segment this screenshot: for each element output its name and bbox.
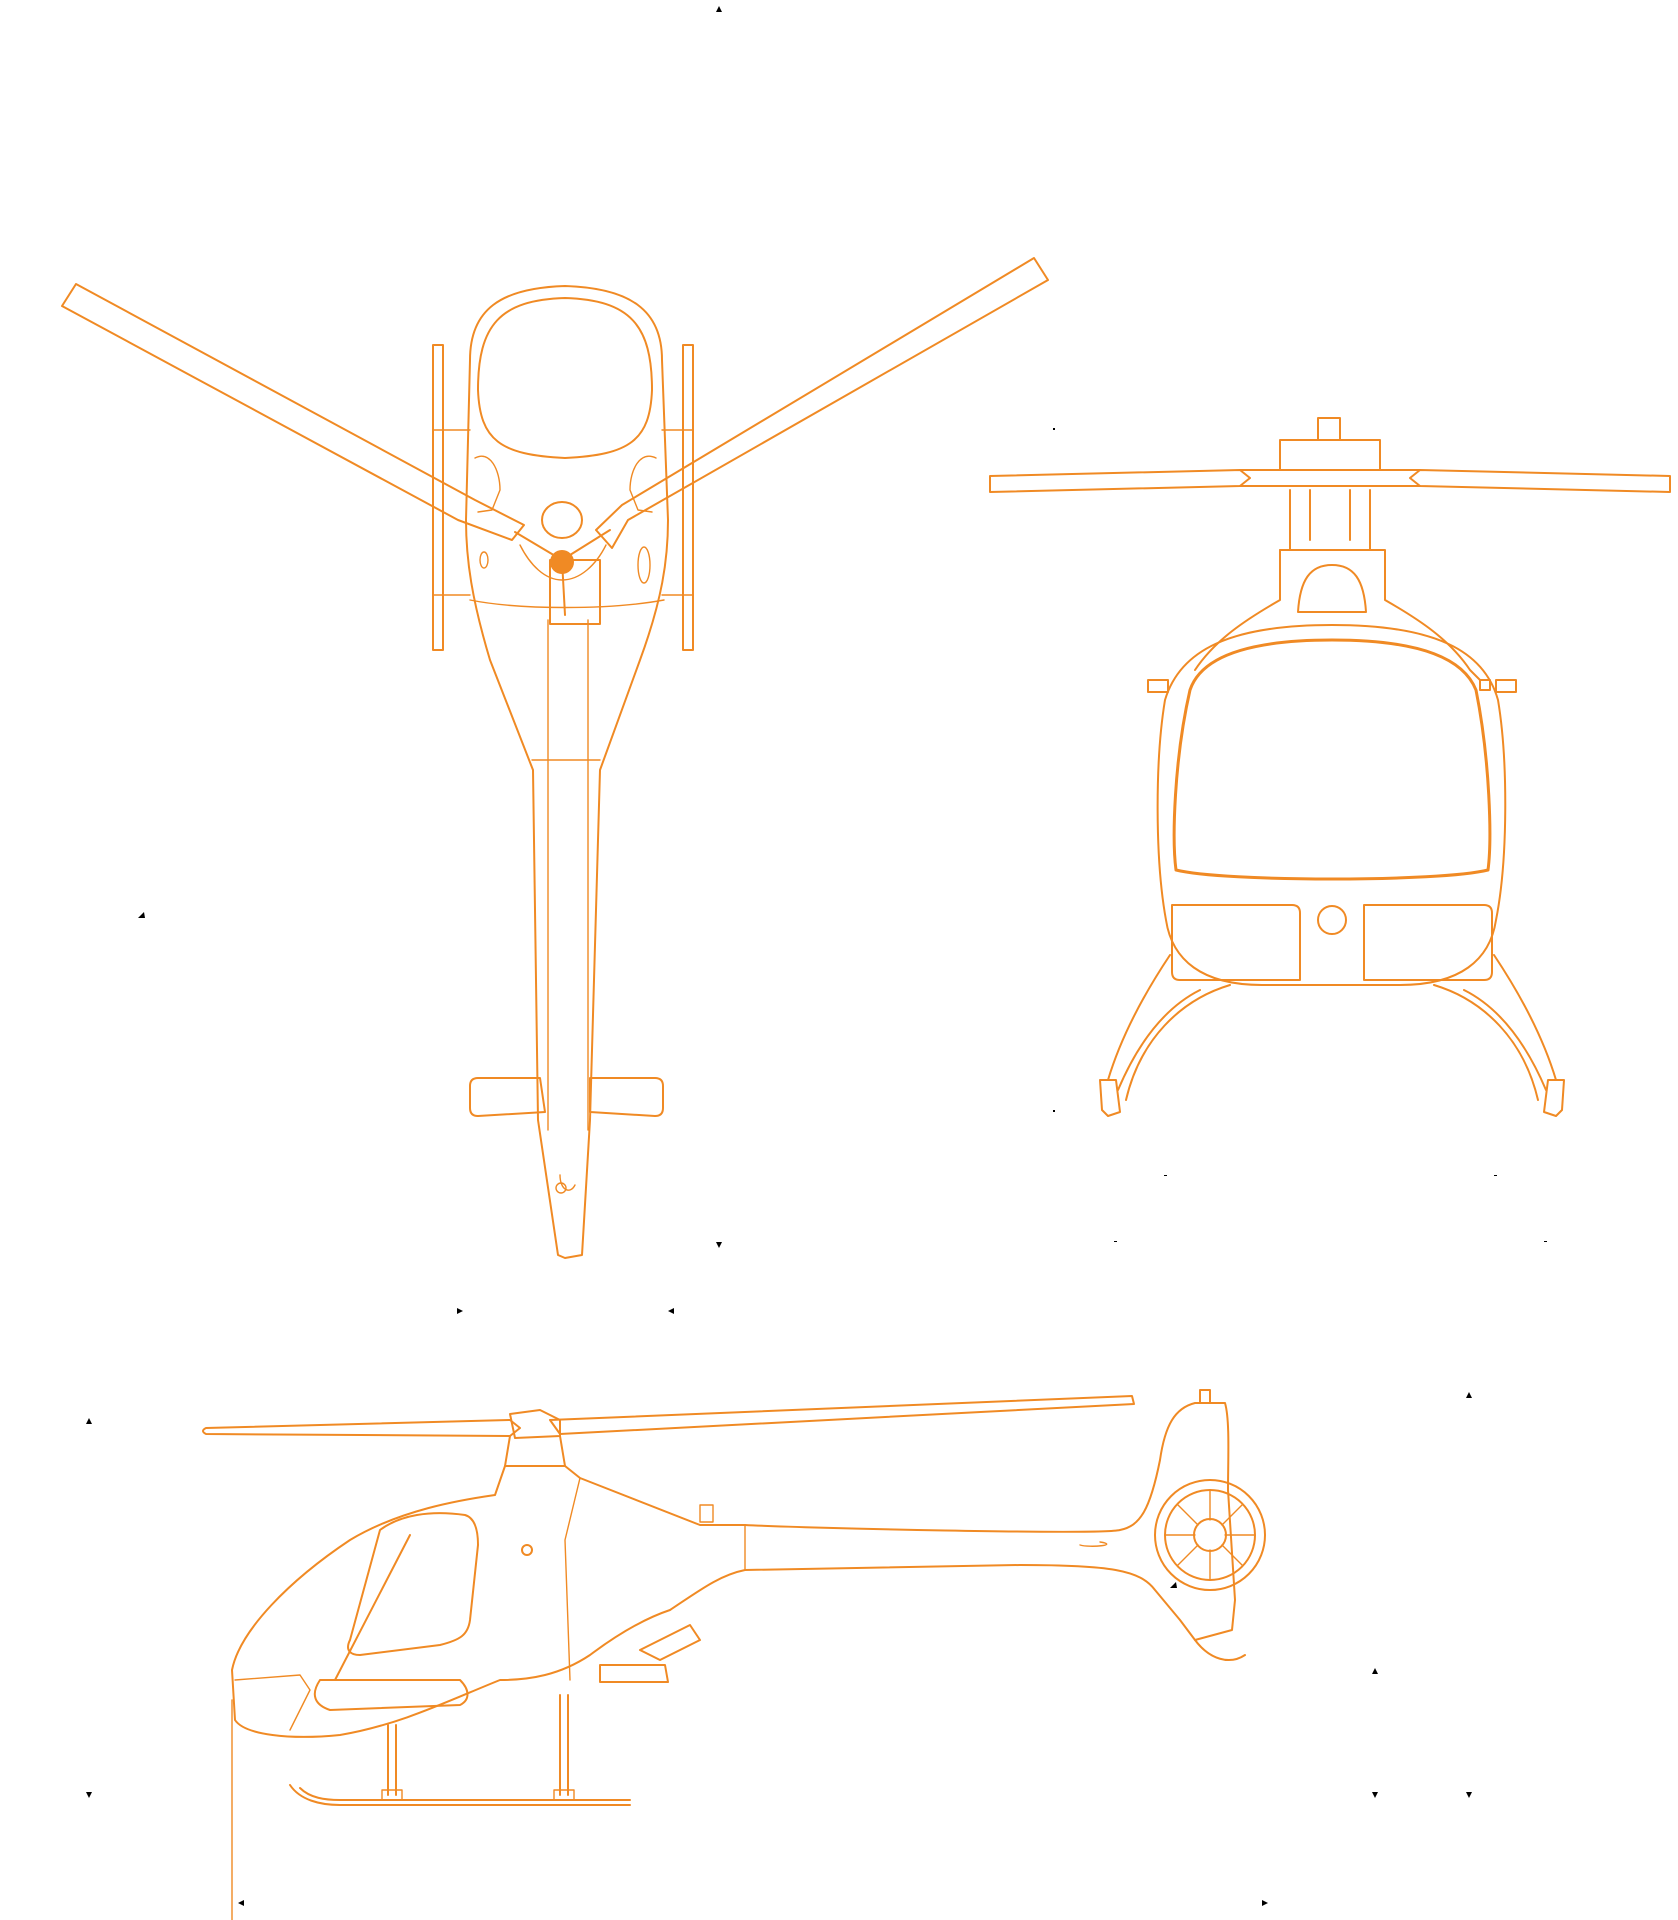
top-view	[61, 257, 1049, 1259]
marker-arrow	[668, 1308, 674, 1314]
marker-dot	[1114, 1241, 1117, 1242]
main-rotor-side	[202, 1395, 1135, 1467]
marker-dot	[1053, 428, 1055, 430]
landing-gear-front	[1099, 954, 1565, 1117]
horizontal-stabilizer-top	[469, 1077, 664, 1117]
marker-arrow	[716, 1242, 722, 1248]
marker-arrow	[457, 1308, 463, 1314]
marker-dot	[1164, 1175, 1167, 1176]
fuselage-front	[1147, 549, 1517, 986]
marker-dot	[1494, 1175, 1497, 1176]
marker-arrow	[1262, 1900, 1268, 1906]
dimension-markers	[86, 6, 1547, 1906]
main-rotor-front	[989, 417, 1671, 551]
marker-arrow	[138, 912, 145, 918]
marker-arrow	[1372, 1668, 1378, 1674]
marker-arrow	[86, 1792, 92, 1798]
landing-skids-side	[289, 1694, 631, 1806]
landing-skids-top	[432, 344, 694, 651]
marker-arrow	[238, 1900, 244, 1906]
main-rotor-blades-top	[61, 257, 1049, 625]
marker-arrow	[1372, 1792, 1378, 1798]
marker-arrow	[716, 6, 722, 12]
front-view	[989, 417, 1671, 1117]
fuselage-top	[465, 285, 669, 1259]
marker-arrow	[1466, 1792, 1472, 1798]
rotor-hub-top	[514, 529, 611, 616]
marker-arrow	[1170, 1582, 1177, 1588]
marker-arrow	[86, 1418, 92, 1424]
marker-dot	[1544, 1241, 1547, 1242]
side-view	[202, 1389, 1266, 1920]
fuselage-side	[231, 1389, 1266, 1738]
marker-arrow	[1466, 1392, 1472, 1398]
marker-dot	[1053, 1110, 1055, 1112]
